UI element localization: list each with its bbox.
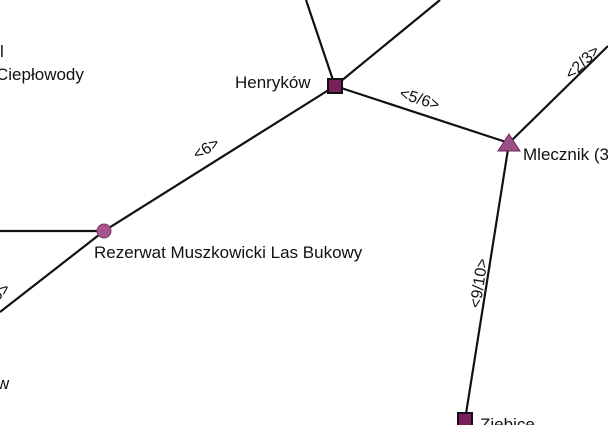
road-rezerwat-henrykow [103, 85, 336, 232]
route-label-henrykow-mlecznik: <5/6> [397, 85, 441, 114]
place-label-partial-top-left: l [0, 42, 4, 61]
road-henrykow-north [304, 0, 337, 87]
place-label-partial-bottom-left: w [0, 374, 10, 393]
road-rezerwat-southwest [0, 230, 105, 313]
place-symbols [96, 78, 521, 425]
place-labels: Henryków Mlecznik (3 Rezerwat Muszkowick… [0, 42, 608, 425]
place-label-mlecznik[interactable]: Mlecznik (3 [523, 145, 608, 164]
place-label-ziebice[interactable]: Ziebice [480, 415, 535, 425]
ziebice-square-icon[interactable] [457, 412, 473, 425]
road-henrykow-northeast [334, 0, 441, 87]
place-label-cieplowody[interactable]: Ciepłowody [0, 65, 84, 84]
road-henrykow-mlecznik [334, 84, 510, 145]
route-label-mlecznik-ziebice: <9/10> [467, 257, 492, 309]
road-mlecznik-northeast [508, 45, 608, 144]
place-label-rezerwat[interactable]: Rezerwat Muszkowicki Las Bukowy [94, 243, 363, 262]
rezerwat-circle-icon[interactable] [96, 223, 112, 239]
henrykow-square-icon[interactable] [327, 78, 343, 94]
route-label-mlecznik-ne: <2/3> [562, 42, 603, 83]
road-mlecznik-ziebice [463, 142, 511, 421]
mlecznik-triangle-icon[interactable] [497, 133, 521, 152]
route-label-partial-sw: 5> [0, 280, 14, 305]
place-label-henrykow[interactable]: Henryków [235, 73, 311, 92]
